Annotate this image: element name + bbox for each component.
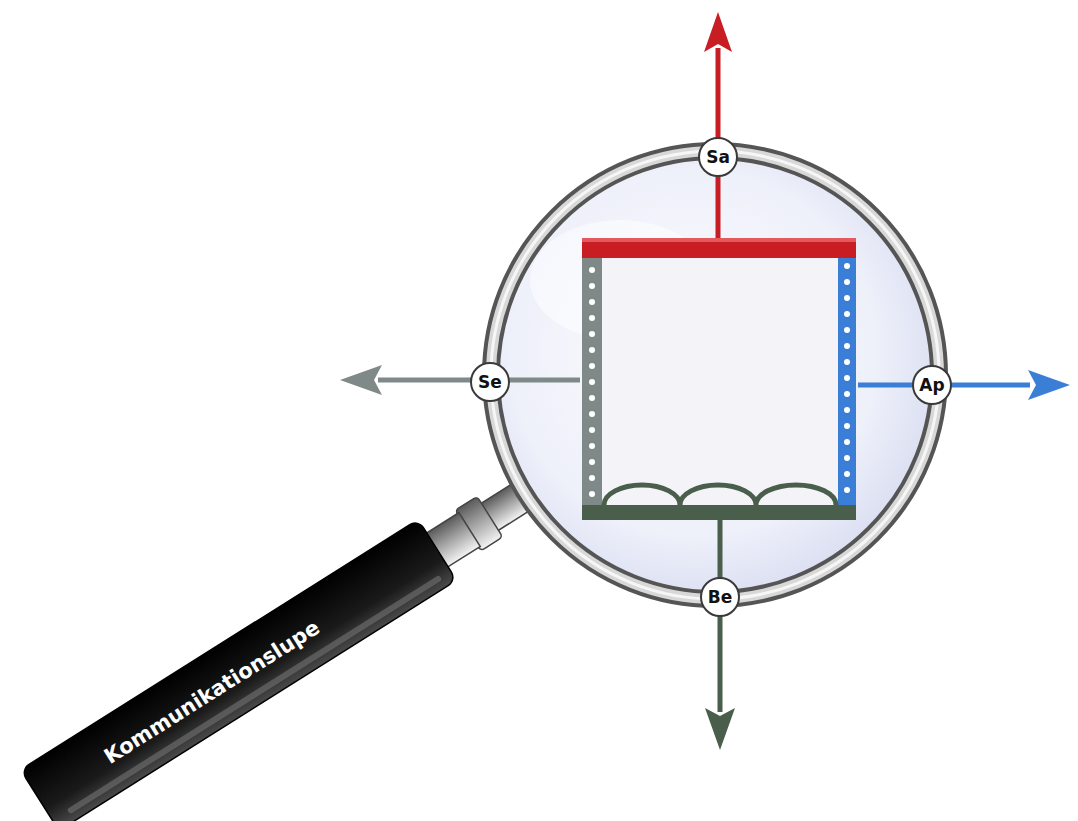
side-label: Sa <box>706 147 730 167</box>
handle <box>21 466 542 821</box>
side-label: Be <box>708 587 733 607</box>
message-square <box>582 238 856 520</box>
side-badge: Se <box>470 362 510 402</box>
green-arrow <box>705 520 735 750</box>
blue-arrow <box>858 370 1070 400</box>
handle-inscription: Kommunikationslupe <box>100 615 324 768</box>
red-arrow <box>704 12 732 240</box>
grey-arrow <box>340 365 580 395</box>
side-badge: Sa <box>698 137 738 177</box>
side-label: Se <box>478 372 502 392</box>
side-badge: Be <box>700 577 740 617</box>
side-label: Ap <box>919 375 944 395</box>
side-badge: Ap <box>912 365 952 405</box>
